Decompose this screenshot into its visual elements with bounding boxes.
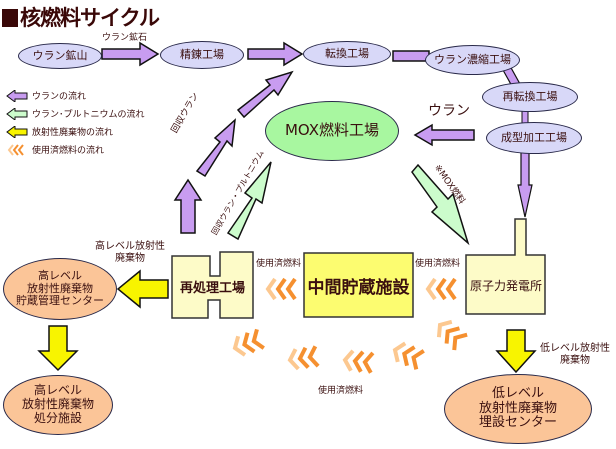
chevron-group: [287, 345, 320, 371]
enrichment-plant-node[interactable]: ウラン濃縮工場: [425, 45, 520, 75]
spent-fuel-label-3: 使用済燃料: [318, 386, 364, 396]
arrow-recovered-u-3: [236, 70, 294, 119]
reprocessing-building-shape: [171, 251, 254, 319]
interim-storage-shape: [303, 252, 414, 318]
chevron-mark: [287, 348, 300, 371]
hlw-disposal-node[interactable]: 高レベル放射性廃棄物処分施設: [3, 375, 113, 435]
orange-chevrons-icon: [7, 143, 24, 156]
spent-fuel-label-2: 使用済燃料: [415, 259, 461, 269]
legend-item-waste: 放射性廃棄物の流れ: [6, 125, 113, 138]
arrow-storage-to-disposal: [37, 325, 79, 372]
spent-fuel-chevrons: [232, 277, 468, 374]
arrow-refining-to-conversion: [247, 41, 304, 67]
chevron-mark: [242, 332, 256, 354]
green-arrow-icon: [6, 107, 28, 120]
arrow-recovered-u-1: [173, 178, 203, 234]
uranium-ore-label: ウラン鉱石: [102, 33, 148, 43]
chevron-mark: [452, 332, 468, 351]
chevron-mark: [425, 277, 437, 301]
llw-flow-label: 低レベル放射性廃棄物: [540, 343, 610, 366]
chevron-mark: [232, 335, 247, 357]
interim-storage-node[interactable]: 中間貯蔵施設: [307, 277, 410, 298]
mox-plant-node[interactable]: MOX燃料工場: [265, 101, 399, 161]
reprocessing-plant-node[interactable]: 再処理工場: [179, 280, 245, 296]
arrow-fabrication-to-npp: [517, 151, 533, 218]
chevron-mark: [285, 277, 297, 301]
chevron-mark: [411, 349, 425, 370]
chevron-mark: [362, 351, 375, 374]
chevron-mark: [445, 277, 457, 301]
arrow-recovered-u-2: [195, 118, 236, 178]
bar-conversion-to-enrichment: [392, 50, 430, 62]
yellow-arrow-icon: [6, 125, 28, 138]
spent-fuel-label-1: 使用済燃料: [256, 259, 302, 269]
arrow-mine-to-refining: [101, 41, 160, 67]
refining-plant-node[interactable]: 精錬工場: [160, 41, 244, 69]
legend-item-uranium: ウランの流れ: [6, 89, 86, 102]
hlw-storage-center-node[interactable]: 高レベル放射性廃棄物貯蔵管理センター: [3, 258, 117, 320]
chevron-mark: [265, 277, 277, 301]
npp-building-shape: [465, 218, 546, 315]
reconversion-plant-node[interactable]: 再転換工場: [482, 82, 578, 112]
chevron-mark: [297, 346, 310, 369]
legend-item-u-pu: ウラン･プルトニウムの流れ: [6, 107, 145, 120]
arrow-recovered-u-pu-to-mox: [226, 161, 272, 241]
uranium-mine-node[interactable]: ウラン鉱山: [18, 43, 102, 69]
chevron-mark: [342, 349, 355, 372]
chevron-mark: [251, 328, 265, 350]
npp-node[interactable]: 原子力発電所: [469, 278, 542, 293]
chevron-group: [425, 277, 457, 301]
hlw-flow-label: 高レベル放射性廃棄物: [95, 241, 165, 264]
chevron-group: [392, 341, 425, 370]
chevron-mark: [444, 326, 460, 344]
page-title: 核燃料サイクル: [2, 2, 160, 32]
conversion-plant-node[interactable]: 転換工場: [303, 41, 391, 67]
arrow-hlw-to-storage: [116, 269, 169, 309]
chevron-mark: [275, 277, 287, 301]
chevron-group: [436, 319, 468, 351]
chevron-mark: [435, 277, 447, 301]
purple-arrow-icon: [6, 89, 28, 102]
legend-item-spent-fuel: 使用済燃料の流れ: [6, 143, 104, 156]
fabrication-plant-node[interactable]: 成型加工工場: [486, 122, 582, 154]
chevron-group: [232, 328, 265, 357]
arrow-uranium-to-mox: [413, 123, 475, 147]
title-square-icon: [2, 9, 18, 27]
chevron-mark: [307, 345, 320, 368]
chevron-group: [342, 349, 375, 374]
chevron-mark: [392, 341, 407, 363]
chevron-mark: [352, 350, 365, 373]
uranium-label: ウラン: [428, 103, 470, 119]
llw-disposal-center-node[interactable]: 低レベル放射性廃棄物埋設センター: [444, 374, 592, 444]
arrow-npp-to-llw: [495, 329, 537, 374]
chevron-group: [265, 277, 297, 301]
arrow-mox-fuel-to-npp: [411, 163, 470, 246]
chevron-mark: [402, 345, 416, 367]
chevron-mark: [436, 319, 453, 338]
